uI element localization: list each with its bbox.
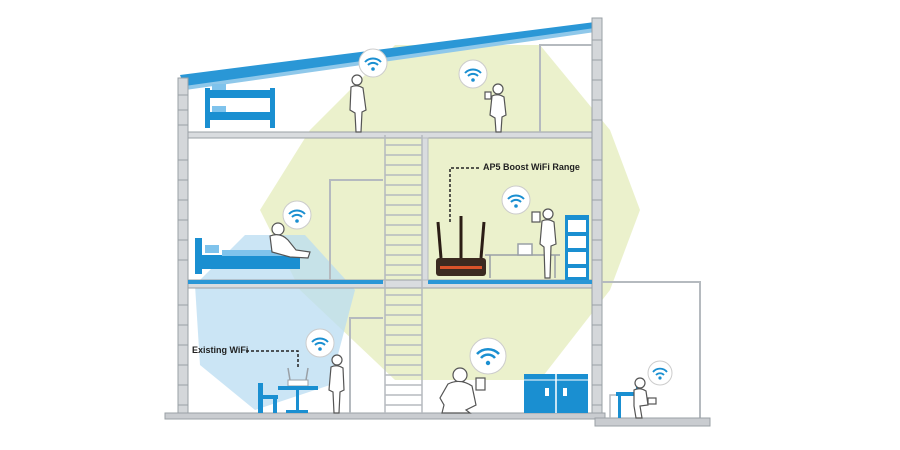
- wifi-icon: [647, 360, 673, 386]
- bookshelf-icon: [565, 215, 589, 280]
- boost-coverage-zone: [260, 45, 640, 380]
- left-wall-ticks: [178, 94, 188, 406]
- person-icon: [349, 74, 367, 133]
- middle-left-door: [329, 179, 383, 280]
- person-icon: [269, 222, 311, 259]
- middle-room-divider: [421, 137, 429, 281]
- attic-floor: [187, 131, 593, 139]
- router-callout-line: [449, 167, 480, 222]
- wifi-icon: [458, 59, 488, 89]
- person-icon: [633, 377, 657, 419]
- wifi-icon: [358, 48, 388, 78]
- wifi-icon: [305, 328, 335, 358]
- person-icon: [484, 83, 507, 133]
- existing-coverage-zone: [195, 235, 355, 410]
- router-icon: [436, 216, 486, 276]
- ground-left-door: [349, 317, 383, 413]
- wifi-icon: [282, 200, 312, 230]
- router-callout-label: AP5 Boost WiFi Range: [483, 162, 580, 172]
- annex-building: [594, 281, 711, 427]
- left-wall: [177, 77, 189, 419]
- right-wall: [591, 17, 603, 419]
- chair-icon: [258, 383, 278, 413]
- cabinet-icon: [524, 374, 588, 413]
- person-icon: [531, 208, 557, 279]
- person-icon: [328, 354, 345, 414]
- existing-callout-line: [246, 350, 299, 368]
- existing-wifi-label: Existing WiFi: [192, 345, 249, 355]
- roof: [180, 22, 595, 88]
- attic-room-outline: [539, 44, 592, 132]
- ground-floor: [164, 412, 606, 420]
- right-wall-ticks: [592, 39, 602, 406]
- middle-floor-blue-right: [428, 280, 592, 284]
- bunk-bed-icon: [205, 84, 275, 128]
- middle-floor-blue-left: [188, 280, 383, 284]
- bed-icon: [195, 238, 300, 274]
- roof-shadow: [184, 28, 596, 90]
- wifi-icon: [469, 337, 507, 375]
- wifi-icon: [501, 185, 531, 215]
- ladder-icon: [384, 135, 423, 413]
- desk-icon: [278, 386, 318, 413]
- person-icon: [439, 367, 486, 414]
